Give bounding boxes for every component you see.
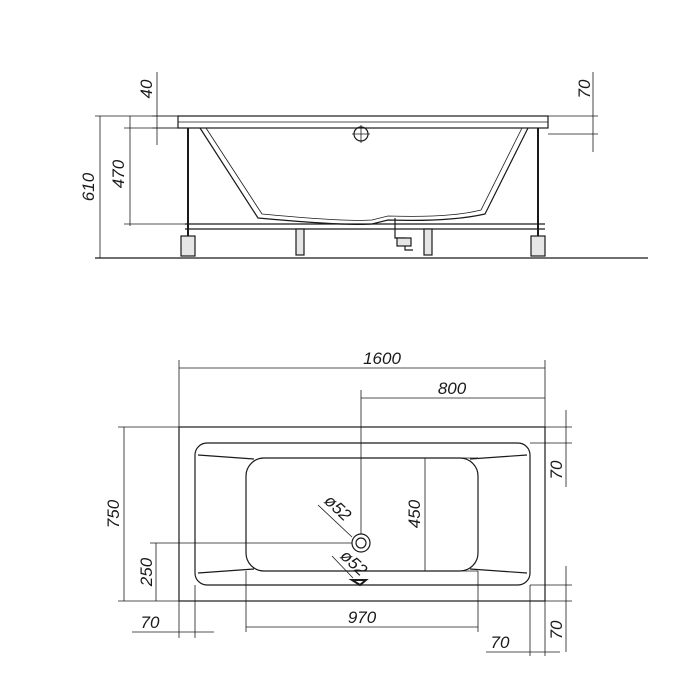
foot-right	[530, 235, 546, 257]
tub-inner-rim	[194, 442, 531, 586]
foot-left	[180, 235, 196, 257]
leader-overflow	[331, 555, 354, 579]
tub-body	[199, 127, 529, 225]
drain-inner	[355, 537, 367, 549]
overflow-mark	[348, 579, 369, 587]
drain-diameter-label: ø52	[321, 491, 356, 525]
dim-rim-right-label: 70	[575, 79, 594, 98]
dim-bottom-length-label: 970	[348, 608, 377, 627]
slope-bottom-right	[469, 568, 528, 574]
foot-middle-left	[295, 228, 305, 256]
top-view: 1600 800 750 250 450 970 70 70	[104, 349, 572, 656]
dim-left-bottom-label: 70	[141, 613, 160, 632]
dim-rim-left-label: 40	[137, 79, 156, 98]
tub-outer-rim	[178, 426, 546, 602]
siphon-trap	[396, 237, 412, 247]
side-view: 610 470 40 70	[79, 72, 648, 259]
dim-length-label: 1600	[363, 349, 401, 368]
slope-bottom-left	[197, 568, 255, 574]
slope-top-left	[197, 454, 255, 460]
slope-top-right	[469, 454, 528, 460]
dim-right-bottom-label: 70	[547, 620, 566, 639]
overflow-diameter-label: ø52	[337, 546, 372, 580]
leader-drain	[317, 504, 353, 538]
drain-outer	[351, 533, 371, 553]
dim-total-height-label: 610	[79, 172, 98, 201]
dim-inner-width-label: 450	[405, 499, 424, 528]
foot-middle-right	[423, 228, 433, 256]
dim-right-top-label: 70	[547, 460, 566, 479]
dim-bottom-right-label: 70	[491, 633, 510, 652]
tub-body-inner	[205, 127, 523, 221]
tub-basin-bottom	[245, 457, 479, 572]
dim-drain-from-bottom-label: 250	[137, 557, 156, 587]
dim-inner-height-label: 470	[109, 159, 128, 188]
dim-width-label: 750	[104, 499, 123, 528]
dim-drain-from-right-label: 800	[438, 379, 467, 398]
